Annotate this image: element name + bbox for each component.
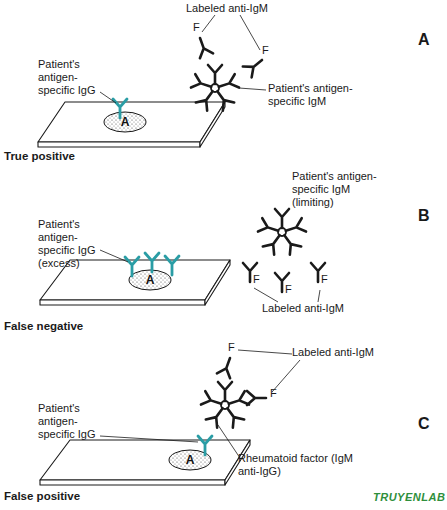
fluor-tag: F xyxy=(228,342,235,353)
slide-edge xyxy=(38,142,200,147)
callout-text: Rheumatoid factor (IgM anti-IgG) xyxy=(238,452,368,478)
leader-line xyxy=(100,92,116,103)
slide-top xyxy=(38,102,225,142)
igm-arm xyxy=(191,74,213,93)
callout-text: Patient's antigen-specific IgM xyxy=(268,82,374,108)
antigen-letter: A xyxy=(186,454,195,466)
igm-arm xyxy=(275,209,289,228)
callout-text: Labeled anti-IgM xyxy=(186,2,268,15)
igm-arm xyxy=(212,87,234,111)
antigen-spot: A xyxy=(128,269,172,291)
callout-text: Patient's antigen-specific IgG xyxy=(38,402,110,441)
igm-arm xyxy=(201,391,223,410)
leader-line xyxy=(318,290,320,302)
igm-pentamer xyxy=(258,209,306,255)
result-caption: False positive xyxy=(4,490,80,503)
igg-antibody xyxy=(125,257,139,276)
panel-letter: A xyxy=(418,32,430,48)
leader-line xyxy=(218,425,240,458)
igm-arm xyxy=(222,404,244,428)
fluor-tag: F xyxy=(193,22,200,33)
panel-letter: C xyxy=(418,416,430,432)
rheumatoid-factor xyxy=(201,382,249,428)
leader-line xyxy=(238,350,292,354)
igm-arm xyxy=(196,87,218,111)
result-caption: False negative xyxy=(4,320,83,333)
fluor-tag: F xyxy=(321,274,328,285)
slide-top xyxy=(40,440,250,480)
callout-text: Patient's antigen-specific IgG (excess) xyxy=(38,218,110,270)
panel-letter: B xyxy=(418,208,430,224)
igg-antibody xyxy=(165,256,179,275)
slide-edge xyxy=(40,480,225,485)
igm-arm xyxy=(284,218,306,237)
result-caption: True positive xyxy=(4,150,75,163)
igm-arm xyxy=(218,382,232,401)
igm-arm xyxy=(206,404,228,428)
leader-line xyxy=(202,15,215,32)
igm-arm xyxy=(217,74,239,93)
anti-igm xyxy=(247,391,266,405)
igm-arm xyxy=(258,218,280,237)
leader-line xyxy=(100,436,198,442)
igm-pentamer xyxy=(191,65,239,111)
slide-edge xyxy=(200,102,225,147)
fluor-tag: F xyxy=(253,274,260,285)
leader-line xyxy=(240,15,260,50)
antigen-spot: A xyxy=(103,111,147,133)
igm-arm xyxy=(279,231,301,255)
fluor-tag: F xyxy=(270,388,277,399)
watermark: TRUYENLAB xyxy=(370,490,447,504)
callout-text: Patient's antigen-specific IgG xyxy=(38,58,110,97)
igm-arm xyxy=(208,65,222,84)
slide-edge xyxy=(205,260,230,305)
igm-arm xyxy=(263,231,285,255)
antigen-ellipse xyxy=(129,270,171,290)
callout-text: Labeled anti-IgM xyxy=(262,302,344,315)
igg-antibody xyxy=(113,99,127,118)
fluor-tag: F xyxy=(262,45,269,56)
leader-line xyxy=(100,250,128,262)
anti-igm xyxy=(193,36,213,59)
igg-antibody xyxy=(145,253,159,272)
igm-arm xyxy=(227,391,249,410)
antigen-ellipse xyxy=(104,112,146,132)
slide-edge xyxy=(40,300,205,305)
antigen-letter: A xyxy=(146,274,155,286)
callout-text: Patient's antigen-specific IgM (limiting… xyxy=(292,170,380,209)
antigen-letter: A xyxy=(121,116,130,128)
leader-line xyxy=(254,288,278,302)
anti-igm xyxy=(243,55,267,78)
callout-text: Labeled anti-IgM xyxy=(292,346,374,359)
leader-line xyxy=(239,88,266,90)
fluor-tag: F xyxy=(285,284,292,295)
igg-antibody xyxy=(198,436,212,455)
anti-igm xyxy=(217,356,237,379)
